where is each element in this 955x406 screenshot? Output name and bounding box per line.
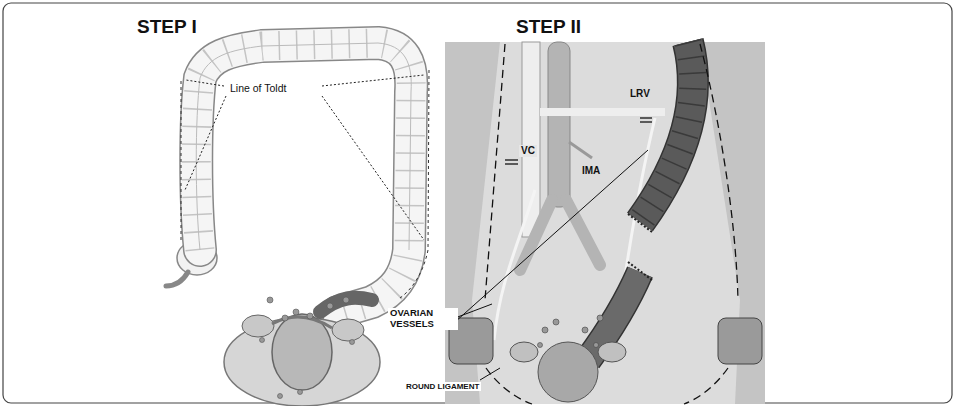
colon-haustra bbox=[196, 43, 411, 312]
anatomy-label: ROUND LIGAMENT bbox=[404, 382, 481, 391]
uterus bbox=[538, 342, 598, 402]
anatomy-label: IMA bbox=[580, 165, 602, 177]
colon-haustra bbox=[640, 42, 693, 222]
retractor bbox=[718, 318, 762, 364]
resection-line bbox=[628, 214, 652, 232]
aorta bbox=[548, 42, 570, 207]
iliac-arteries bbox=[520, 200, 600, 270]
step-heading: STEP I bbox=[135, 16, 199, 38]
resection-line bbox=[628, 262, 652, 280]
leader-lines bbox=[185, 75, 424, 240]
anatomy-label: OVARIAN VESSELS bbox=[388, 308, 458, 330]
ima-branch bbox=[569, 142, 592, 158]
anatomy-label: VC bbox=[519, 145, 537, 157]
pelvis-illustration bbox=[224, 297, 380, 406]
operative-field bbox=[445, 42, 765, 404]
anatomy-label: Line of Toldt bbox=[228, 82, 288, 94]
uterus bbox=[272, 314, 332, 390]
leader-lines bbox=[455, 150, 648, 380]
tumor-nodules bbox=[538, 315, 604, 348]
descending-colon bbox=[640, 42, 693, 222]
colon-illustration bbox=[166, 43, 429, 312]
descending-colon-edge bbox=[640, 42, 693, 222]
frame bbox=[3, 3, 952, 403]
vena-cava bbox=[522, 42, 540, 237]
appendix bbox=[166, 272, 188, 286]
resection-outline bbox=[485, 44, 738, 404]
sigmoid-colon bbox=[320, 298, 372, 312]
taenia bbox=[196, 43, 411, 250]
adnexa bbox=[272, 317, 332, 328]
ovary bbox=[332, 319, 364, 341]
step-heading: STEP II bbox=[514, 16, 583, 38]
line-of-toldt-right bbox=[181, 80, 182, 240]
ovary bbox=[242, 315, 274, 337]
left-renal-vein bbox=[540, 108, 665, 116]
ovary bbox=[598, 342, 626, 362]
line-of-toldt-left bbox=[400, 70, 429, 298]
colon-outline bbox=[196, 43, 411, 312]
field-ground bbox=[445, 42, 765, 404]
ligation-marks bbox=[505, 118, 652, 164]
colon-body bbox=[196, 43, 411, 312]
retroperitoneum bbox=[472, 42, 740, 404]
ovary bbox=[510, 342, 538, 362]
tumor-nodules bbox=[260, 297, 355, 399]
right-ovarian-vessels bbox=[494, 190, 535, 340]
anatomy-label: LRV bbox=[628, 88, 652, 100]
